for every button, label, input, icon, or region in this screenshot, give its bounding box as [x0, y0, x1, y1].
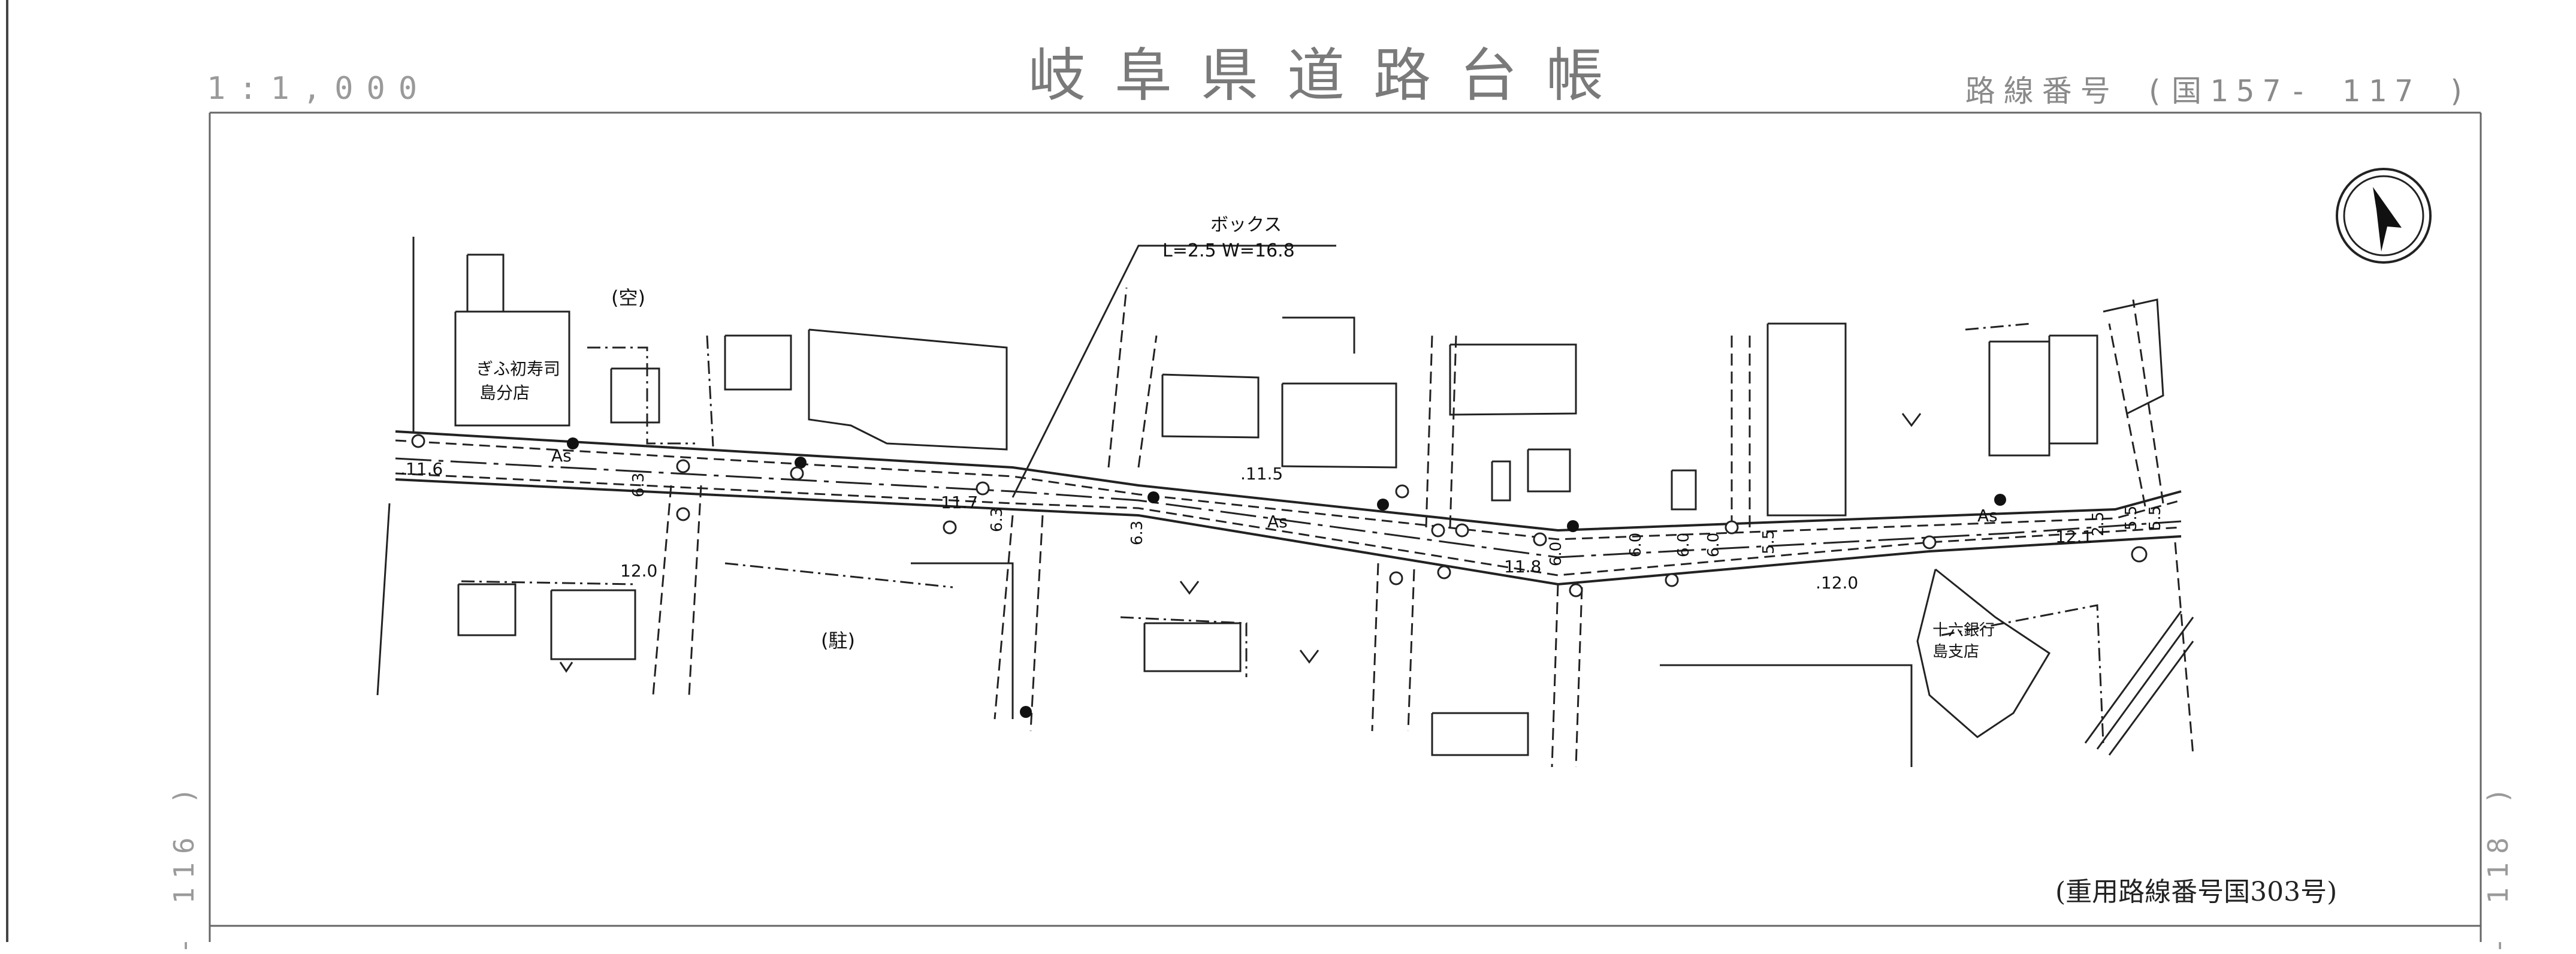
parking-label: (駐) [821, 629, 855, 652]
culvert-label: ボックス [1210, 215, 1282, 236]
surface-as-2: As [1267, 512, 1288, 532]
buildings [376, 237, 2164, 767]
width-label-8: 5.5 [1760, 530, 1778, 554]
width-label-4: 6.0 [1547, 542, 1565, 566]
width-label-10: 5.5 [2122, 506, 2140, 530]
elevation-2: 11.7 [941, 493, 978, 512]
road-edges [395, 430, 2182, 586]
overlap-route-note: (重用路線番号国303号) [2055, 877, 2338, 907]
lot-boundaries [461, 322, 2104, 744]
width-label-5: 6.0 [1627, 533, 1645, 557]
width-label-2: 6.3 [988, 508, 1006, 532]
sheet-title: 岐阜県道路台帳 [1028, 42, 1632, 109]
width-label-11: 5.5 [2146, 506, 2164, 530]
railway [2084, 611, 2194, 756]
bank-name-line2: 島支店 [1932, 643, 1979, 661]
width-label-1: 6.3 [630, 473, 648, 497]
vacant-lot-label: (空) [611, 286, 645, 309]
culvert-leader [1011, 244, 1336, 498]
bank-name-line1: 十六銀行 [1932, 621, 1995, 639]
utility-poles [567, 437, 2006, 718]
elevation-6: .12.0 [1816, 573, 1858, 593]
north-arrow-icon [2336, 168, 2432, 264]
adjacent-sheet-right: - 118 ) [2482, 779, 2514, 954]
map-scale: 1:1,000 [207, 71, 431, 107]
surface-as-3: As [1977, 506, 1998, 526]
route-number: 路線番号 (国157- 117 ) [1965, 74, 2474, 108]
surface-as-1: As [551, 446, 572, 466]
elevation-4: 11.8 [1504, 557, 1541, 576]
restaurant-name-line2: 島分店 [479, 383, 530, 403]
small-markers [411, 434, 2148, 597]
width-label-3: 6.3 [1128, 521, 1146, 545]
elevation-1: .11.6 [400, 459, 443, 479]
elevation-5: 12.0 [620, 561, 657, 581]
width-label-7: 6.0 [1705, 533, 1723, 557]
culvert-dimensions: L=2.5 W=16.8 [1162, 240, 1295, 261]
width-label-6: 6.0 [1675, 533, 1693, 557]
elevation-7: 12.1 [2055, 527, 2092, 547]
road-centerline [395, 457, 2182, 558]
elevation-3: .11.5 [1240, 464, 1283, 484]
side-streets [652, 287, 2194, 768]
adjacent-sheet-left: - 116 ) [168, 779, 200, 954]
sheet-frame [6, 0, 2482, 942]
field-symbols [559, 413, 1922, 673]
restaurant-name-line1: ぎふ初寿司 [476, 359, 560, 379]
width-label-9: 2.5 [2089, 512, 2107, 536]
